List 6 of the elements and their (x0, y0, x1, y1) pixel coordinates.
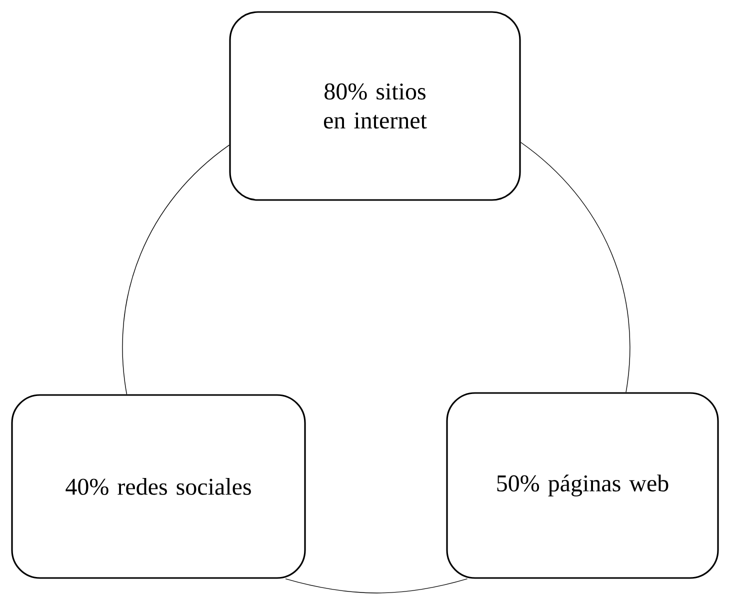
text-box: 40% redes sociales (11, 394, 306, 579)
text-box: 50% páginas web (446, 392, 719, 579)
connector-arc (122, 144, 230, 395)
connector-arc (520, 142, 630, 393)
connector-arc (285, 578, 468, 594)
text-box: 80% sitios en internet (229, 11, 521, 201)
